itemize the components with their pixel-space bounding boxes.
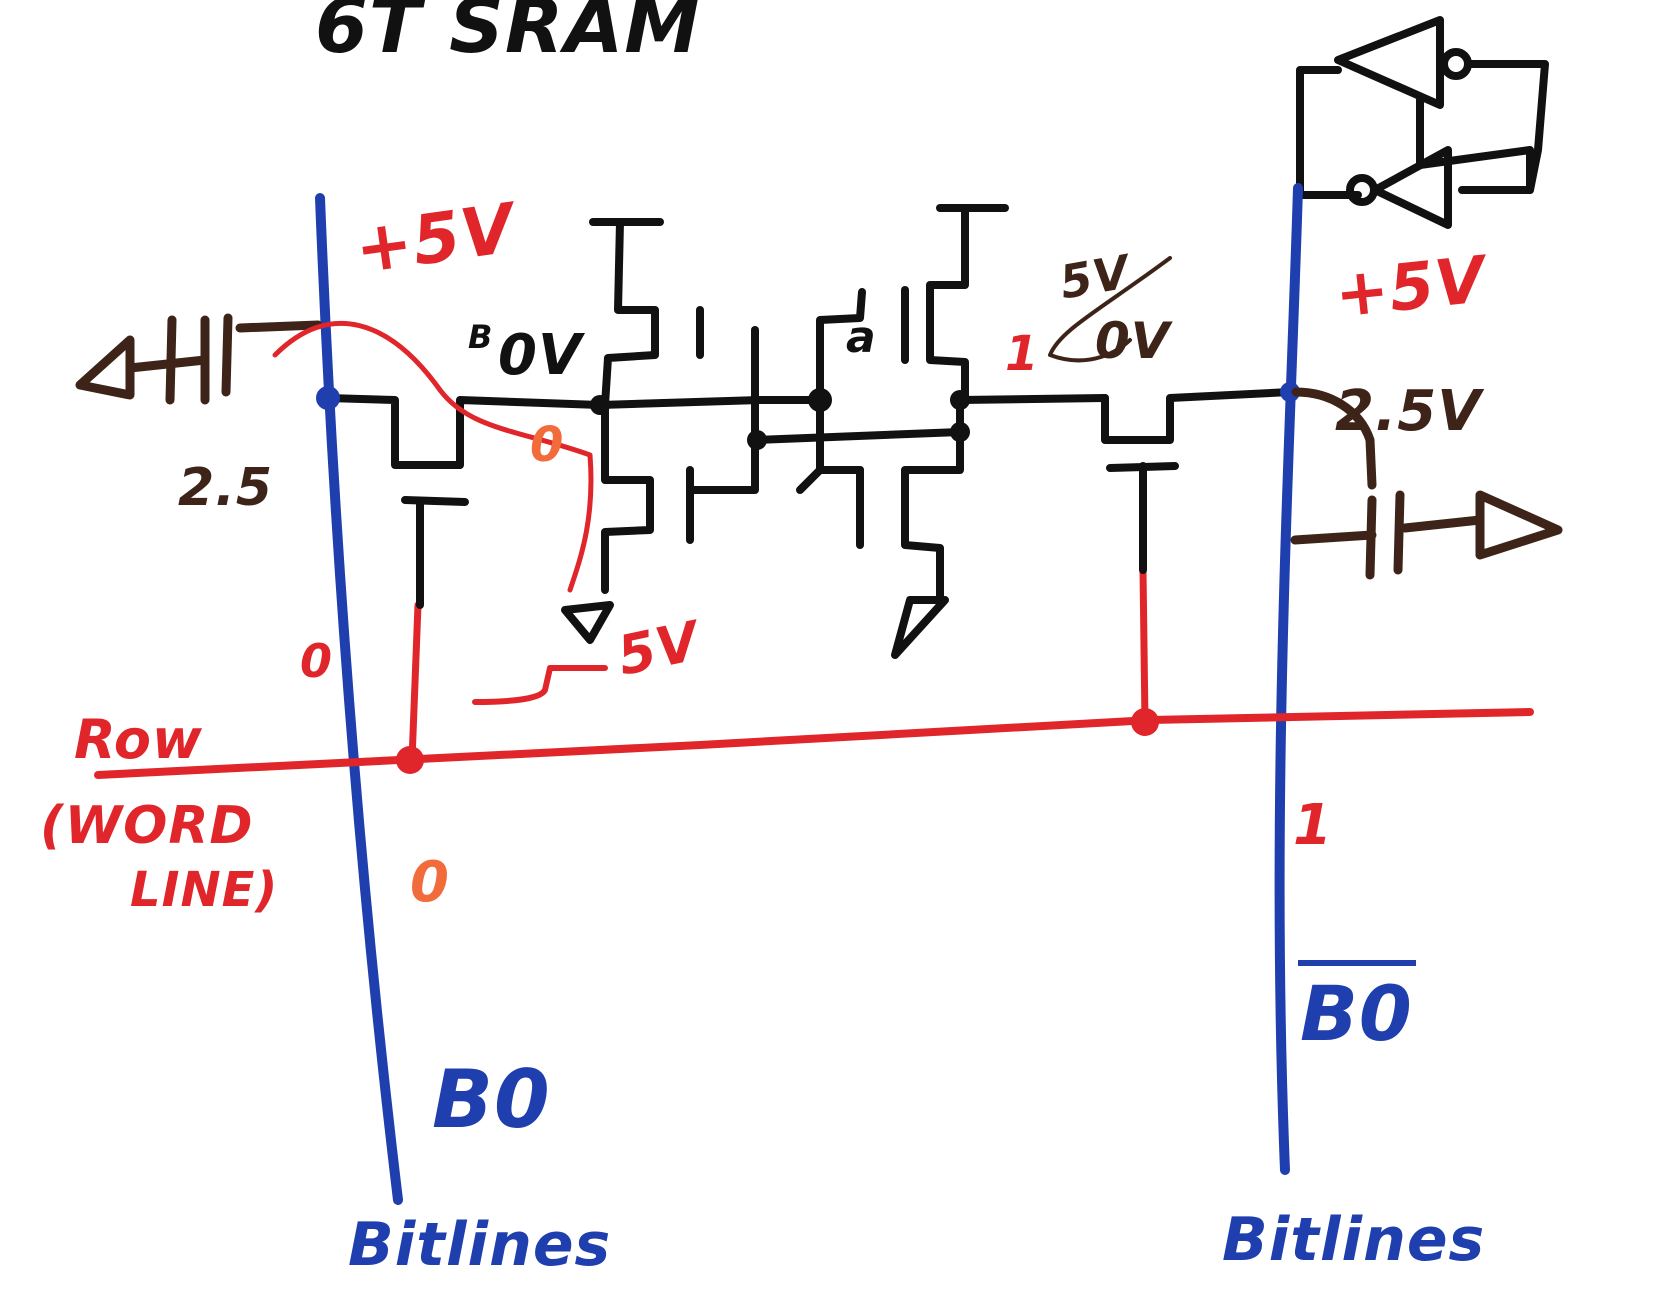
- left-pullup: [601, 218, 659, 409]
- right-gate-rail: [816, 288, 866, 404]
- current-flow-annotation: [272, 320, 594, 593]
- left-capacitor-icon: [75, 313, 323, 405]
- right-gate-label: a: [846, 312, 877, 363]
- word-line-label-2: LINE): [130, 862, 279, 918]
- left-node-zero: 0: [530, 417, 565, 473]
- left-access-gate-bar: [401, 496, 469, 506]
- left-bitline-junction: [316, 386, 340, 410]
- left-access-transistor: [324, 394, 604, 469]
- right-pullup: [926, 204, 969, 404]
- cross-couple-wire: [751, 428, 964, 444]
- right-bitline-junction: [1280, 382, 1300, 402]
- bitline-b0: [315, 193, 403, 1205]
- left-pulldown: [601, 401, 654, 594]
- b0-bar-overline: [1298, 960, 1416, 966]
- right-ground-icon: [891, 596, 949, 659]
- right-access-gate-wire: [1139, 566, 1149, 726]
- left-swing-voltage: 5V: [612, 609, 705, 688]
- left-storage-node: [596, 396, 824, 409]
- right-bitline-one: 1: [1293, 793, 1333, 858]
- right-gate-tie: [796, 466, 864, 494]
- left-gate-tie: [686, 436, 759, 494]
- right-capacitor-icon: [1290, 387, 1563, 580]
- bitlines-left-label: Bitlines: [348, 1210, 612, 1280]
- word-line: [94, 708, 1534, 779]
- inverter-top-icon: [1334, 16, 1444, 109]
- junction-dots: [590, 388, 970, 450]
- right-node-annotation: [1048, 256, 1172, 363]
- bitline-b0-bar: [1274, 183, 1303, 1175]
- left-ground-icon: [561, 601, 614, 644]
- right-node-0v: 0V: [1095, 312, 1171, 370]
- left-gate-label: B: [468, 318, 494, 356]
- inverter-wire-left: [1296, 66, 1362, 199]
- left-bitline-zero-top: 0: [300, 634, 334, 688]
- six-transistor-cell: [324, 204, 1294, 659]
- inverter-feedback: [1416, 96, 1534, 194]
- b0-bar-label: B0: [1300, 969, 1413, 1058]
- right-storage-node: [956, 394, 1109, 404]
- word-line-label-1: (WORD: [40, 796, 254, 856]
- cross-coupled-inverter-icon: [1296, 16, 1549, 229]
- inverter-bottom-bubble: [1346, 174, 1378, 206]
- left-access-gate-wire: [408, 601, 422, 764]
- inverter-top-bubble: [1440, 48, 1472, 80]
- left-bitline-voltage: 2.5: [178, 458, 274, 518]
- right-node-5v: 5V: [1055, 244, 1134, 310]
- inverter-bottom-icon: [1371, 146, 1452, 229]
- right-node-one: 1: [1005, 326, 1040, 382]
- page-title: 6T SRAM: [315, 0, 701, 70]
- b0-label: B0: [432, 1053, 551, 1146]
- row-label: Row: [74, 708, 203, 771]
- right-bitline-voltage: 2.5V: [1335, 379, 1482, 444]
- right-plus5v-label: +5V: [1331, 243, 1490, 333]
- bitlines-right-label: Bitlines: [1222, 1205, 1486, 1275]
- left-bitline-zero-bottom: 0: [410, 850, 450, 915]
- left-step-annotation: [472, 665, 608, 705]
- left-node-voltage: 0V: [498, 323, 583, 388]
- right-access-transistor: [1101, 388, 1294, 444]
- inverter-wire-right: [1458, 60, 1549, 194]
- right-pulldown: [901, 428, 964, 604]
